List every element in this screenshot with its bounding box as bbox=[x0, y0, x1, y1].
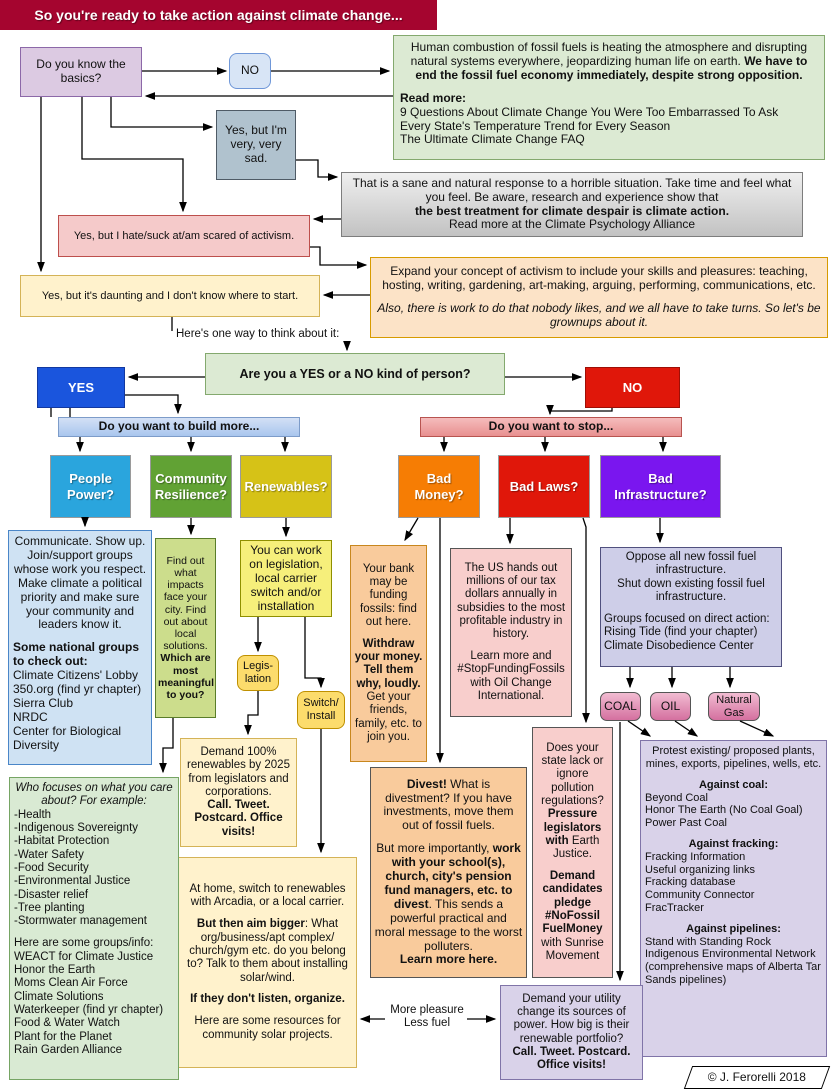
demand-renewables-details: Demand 100% renewables by 2025 from legi… bbox=[180, 738, 297, 847]
flow-node-basics-info: Human combustion of fossil fuels is heat… bbox=[393, 35, 825, 160]
flow-node-stop: Do you want to stop... bbox=[420, 417, 682, 437]
category-bad-infrastructure: Bad Infrastructure? bbox=[600, 455, 721, 518]
divest-details: Divest! What is divestment? If you have … bbox=[370, 767, 527, 978]
flow-node-no-small: NO bbox=[229, 53, 271, 89]
more-pleasure-label: More pleasure Less fuel bbox=[390, 1003, 464, 1029]
flow-node-climate-despair: That is a sane and natural response to a… bbox=[341, 172, 803, 237]
subsidies-details: The US hands out millions of our tax dol… bbox=[450, 548, 572, 717]
coal-pill: COAL bbox=[600, 692, 641, 721]
people-power-details: Communicate. Show up. Join/support group… bbox=[8, 530, 152, 765]
flow-node-expand-activism: Expand your concept of activism to inclu… bbox=[370, 257, 828, 338]
category-people-power: People Power? bbox=[50, 455, 131, 518]
copyright-note: © J. Ferorelli 2018 bbox=[683, 1066, 831, 1089]
title-banner: So you're ready to take action against c… bbox=[0, 0, 437, 30]
natural-gas-pill: Natural Gas bbox=[708, 692, 760, 721]
flow-node-very-sad: Yes, but I'm very, very sad. bbox=[216, 110, 296, 180]
flow-node-daunting: Yes, but it's daunting and I don't know … bbox=[20, 275, 320, 317]
who-focuses-details: Who focuses on what you care about? For … bbox=[9, 777, 179, 1080]
community-resilience-details: Find out what impacts face your city. Fi… bbox=[155, 538, 216, 718]
bank-funding-details: Your bank may be funding fossils: find o… bbox=[350, 545, 427, 762]
protest-details: Protest existing/ proposed plants, mines… bbox=[640, 740, 827, 1057]
flow-node-no: NO bbox=[585, 367, 680, 408]
oppose-infrastructure-details: Oppose all new fossil fuel infrastructur… bbox=[600, 547, 782, 667]
category-community-resilience: Community Resilience? bbox=[150, 455, 232, 518]
at-home-switch-details: At home, switch to renewables with Arcad… bbox=[178, 857, 357, 1068]
flow-node-scared-of-activism: Yes, but I hate/suck at/am scared of act… bbox=[58, 215, 310, 257]
legislation-pill: Legis- lation bbox=[237, 655, 279, 691]
think-about-it-label: Here's one way to think about it: bbox=[176, 328, 340, 340]
switch-install-pill: Switch/ Install bbox=[297, 691, 345, 729]
flow-node-yes-or-no-question: Are you a YES or a NO kind of person? bbox=[205, 353, 505, 395]
utility-demand-details: Demand your utility change its sources o… bbox=[500, 985, 643, 1080]
flow-node-yes: YES bbox=[37, 367, 125, 408]
state-regulations-details: Does your state lack or ignore pollution… bbox=[532, 727, 613, 978]
category-bad-laws: Bad Laws? bbox=[498, 455, 590, 518]
flow-node-build-more: Do you want to build more... bbox=[58, 417, 300, 437]
renewables-details: You can work on legislation, local carri… bbox=[240, 540, 332, 617]
oil-pill: OIL bbox=[650, 692, 691, 721]
flow-node-know-basics: Do you know the basics? bbox=[20, 47, 142, 97]
category-bad-money: Bad Money? bbox=[398, 455, 480, 518]
copyright-text: © J. Ferorelli 2018 bbox=[707, 1069, 807, 1084]
category-renewables: Renewables? bbox=[240, 455, 332, 518]
